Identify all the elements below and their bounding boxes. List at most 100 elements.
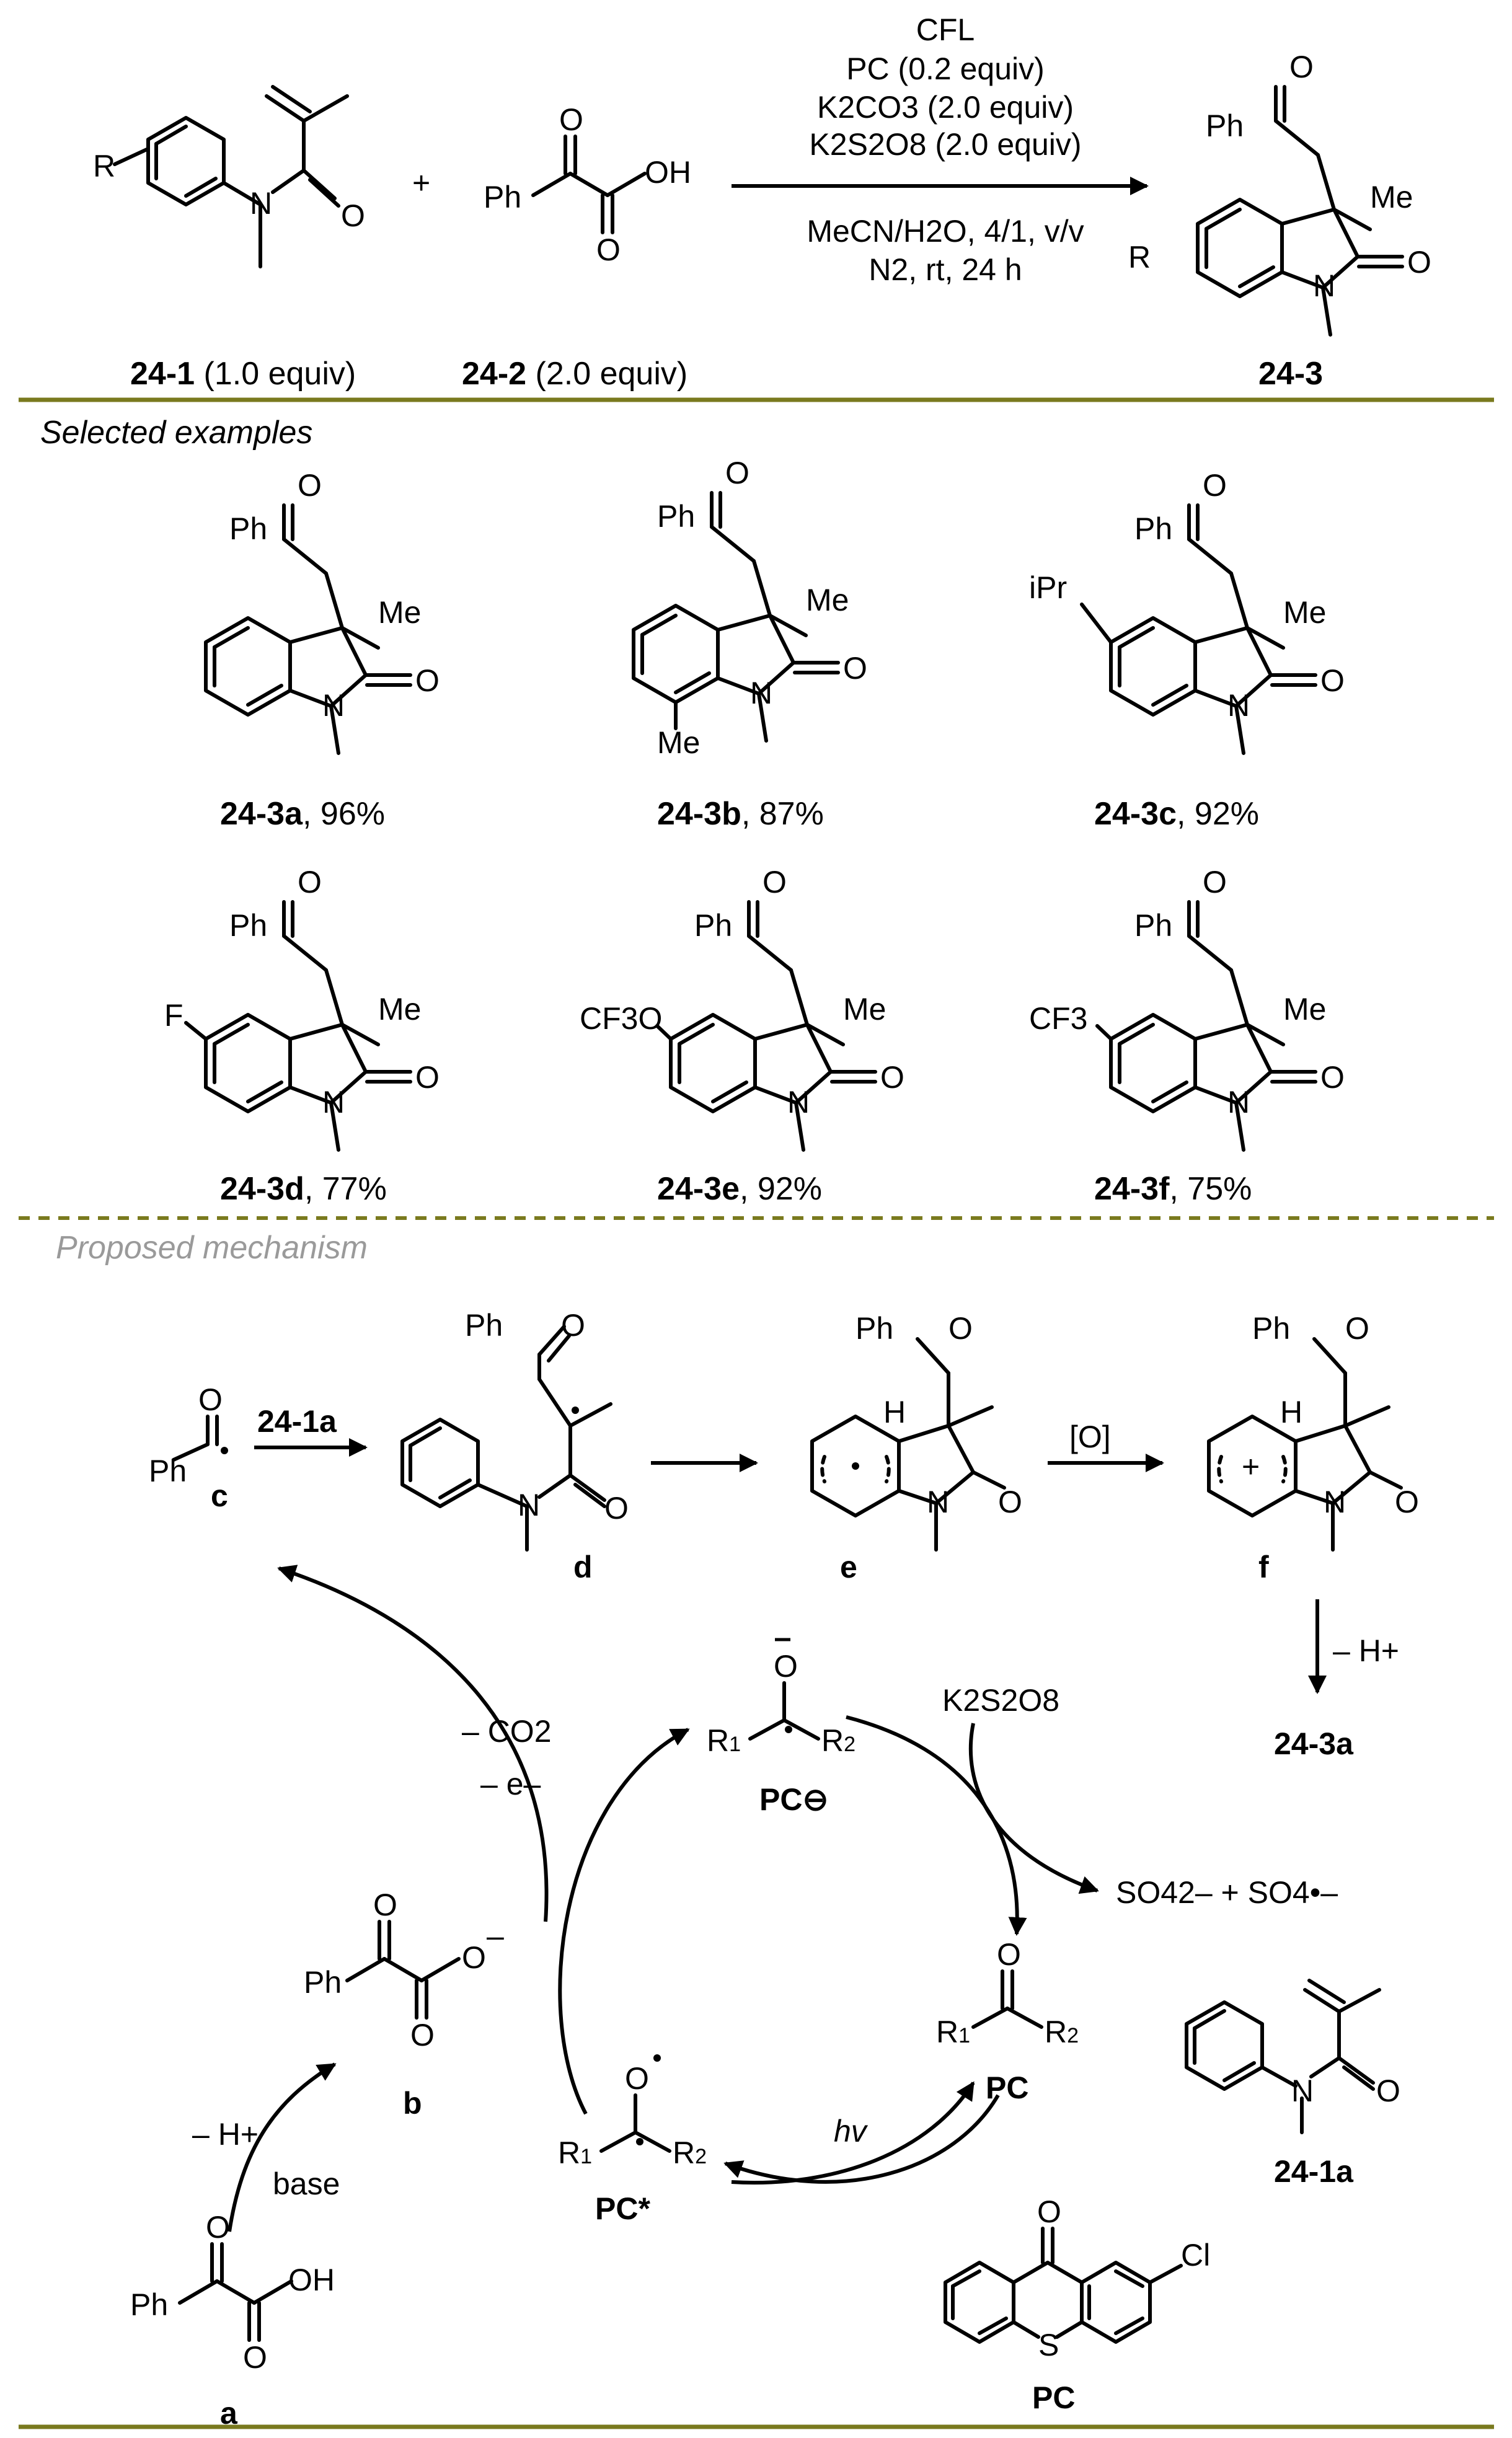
svg-text:Me: Me [1283, 992, 1326, 1027]
svg-text:O: O [1320, 1060, 1345, 1095]
condition-base: K2CO3 (2.0 equiv) [817, 90, 1074, 125]
decarboxylation-label-co2: – CO2 [462, 1714, 552, 1749]
svg-text:O: O [415, 663, 440, 698]
oxidation-label: [O] [1069, 1420, 1111, 1454]
svg-text:–: – [487, 1919, 504, 1953]
decarboxylation-arrow [277, 1565, 549, 1922]
svg-text:O: O [998, 1485, 1022, 1519]
svg-text:PC⊖: PC⊖ [759, 1782, 828, 1817]
example-caption-24-3c: 24-3c, 92% [1094, 796, 1259, 832]
svg-text:N: N [322, 688, 345, 723]
svg-text:OH: OH [288, 2263, 335, 2297]
pc-ground-structure: O R1 R2 PC [936, 1937, 1079, 2105]
svg-text:Ph: Ph [694, 908, 732, 943]
oh-group: OH [645, 155, 691, 190]
svg-text:O: O [948, 1311, 973, 1346]
n-atom: N [250, 186, 272, 221]
svg-text:+: + [1242, 1449, 1260, 1484]
svg-text:O: O [763, 865, 787, 899]
svg-text:R2: R2 [1045, 2015, 1079, 2049]
o-atom: O [341, 198, 365, 233]
svg-text:O: O [373, 1888, 397, 1922]
svg-text:O: O [243, 2340, 267, 2375]
ph-label: Ph [1206, 108, 1244, 143]
persulfate-label: K2S2O8 [942, 1683, 1059, 1718]
o-atom: O [1407, 245, 1431, 280]
svg-text:Ph: Ph [229, 908, 267, 943]
o-atom: O [1289, 50, 1314, 84]
svg-text:O: O [298, 468, 322, 503]
svg-text:R2: R2 [821, 1723, 855, 1758]
svg-text:H: H [1280, 1395, 1302, 1429]
svg-text:Ph: Ph [855, 1311, 893, 1346]
base-step-label: base [273, 2166, 340, 2201]
svg-text:N: N [518, 1488, 540, 1522]
n-atom: N [1313, 268, 1335, 303]
svg-text:O: O [1320, 663, 1345, 698]
compound-label-24-1: 24-1 (1.0 equiv) [130, 356, 356, 392]
svg-text:R1: R1 [936, 2015, 970, 2049]
svg-text:O: O [561, 1308, 585, 1343]
condition-photocatalyst: PC (0.2 equiv) [846, 51, 1045, 86]
svg-text:O: O [415, 1060, 440, 1095]
svg-text:O: O [997, 1937, 1021, 1972]
svg-text:24-1a: 24-1a [1274, 2154, 1354, 2189]
svg-text:Cl: Cl [1181, 2238, 1210, 2272]
svg-text:F: F [164, 998, 183, 1033]
svg-text:e: e [840, 1550, 857, 1584]
condition-oxidant: K2S2O8 (2.0 equiv) [809, 127, 1081, 162]
svg-text:O: O [843, 651, 867, 686]
svg-text:O: O [198, 1382, 223, 1417]
svg-text:Me: Me [843, 992, 886, 1027]
svg-text:N: N [1324, 1485, 1346, 1519]
svg-text:PC: PC [1032, 2380, 1075, 2415]
o-atom: O [559, 102, 583, 137]
light-arrow [731, 2081, 975, 2185]
svg-text:O: O [774, 1649, 798, 1684]
example-caption-24-3d: 24-3d, 77% [220, 1171, 387, 1207]
svg-text:Ph: Ph [130, 2287, 168, 2322]
example-caption-24-3f: 24-3f, 75% [1094, 1171, 1252, 1207]
reactant-24-2-structure [531, 135, 647, 234]
reactant-24-1-structure [113, 85, 349, 268]
thioxanthone-catalyst-structure: O S Cl PC [944, 2194, 1210, 2415]
reagent-24-1a-label: 24-1a [257, 1404, 337, 1439]
svg-text:N: N [1227, 1085, 1250, 1120]
intermediate-f-structure: + H Ph O N O f [1207, 1311, 1419, 1584]
svg-text:iPr: iPr [1029, 570, 1067, 605]
svg-text:Ph: Ph [1134, 511, 1172, 546]
svg-text:CF3: CF3 [1029, 1001, 1087, 1036]
svg-text:O: O [206, 2210, 230, 2245]
base-step-deprotonation: – H+ [192, 2117, 259, 2152]
svg-text:Ph: Ph [657, 499, 695, 534]
condition-atmosphere: N2, rt, 24 h [869, 252, 1022, 287]
pc-excited-structure: O R1 R2 PC* [558, 2054, 707, 2226]
cycle-arrow-pcanion-to-pc [846, 1715, 1027, 1936]
compound-label-24-2: 24-2 (2.0 equiv) [462, 356, 687, 392]
svg-text:Ph: Ph [304, 1965, 342, 2000]
o-atom: O [596, 232, 621, 267]
svg-text:N: N [1227, 688, 1250, 723]
svg-text:N: N [927, 1485, 949, 1519]
svg-text:Ph: Ph [465, 1308, 503, 1343]
svg-text:O: O [1345, 1311, 1369, 1346]
svg-text:c: c [211, 1478, 228, 1513]
svg-text:O: O [880, 1060, 904, 1095]
svg-text:Me: Me [378, 595, 421, 630]
compound-label-24-3: 24-3 [1258, 356, 1323, 392]
svg-text:R1: R1 [558, 2135, 592, 2170]
intermediate-c-structure: O Ph c [149, 1382, 228, 1513]
svg-text:Ph: Ph [1134, 908, 1172, 943]
svg-text:Me: Me [657, 725, 700, 760]
svg-text:O: O [1395, 1485, 1419, 1519]
svg-text:O: O [1037, 2194, 1061, 2229]
intermediate-d-structure: Ph O N O d [402, 1308, 629, 1584]
svg-text:PC: PC [986, 2070, 1028, 2105]
svg-text:Me: Me [378, 992, 421, 1027]
svg-text:O: O [1376, 2074, 1400, 2108]
byproducts-label: SO42– + SO4•– [1116, 1875, 1338, 1910]
